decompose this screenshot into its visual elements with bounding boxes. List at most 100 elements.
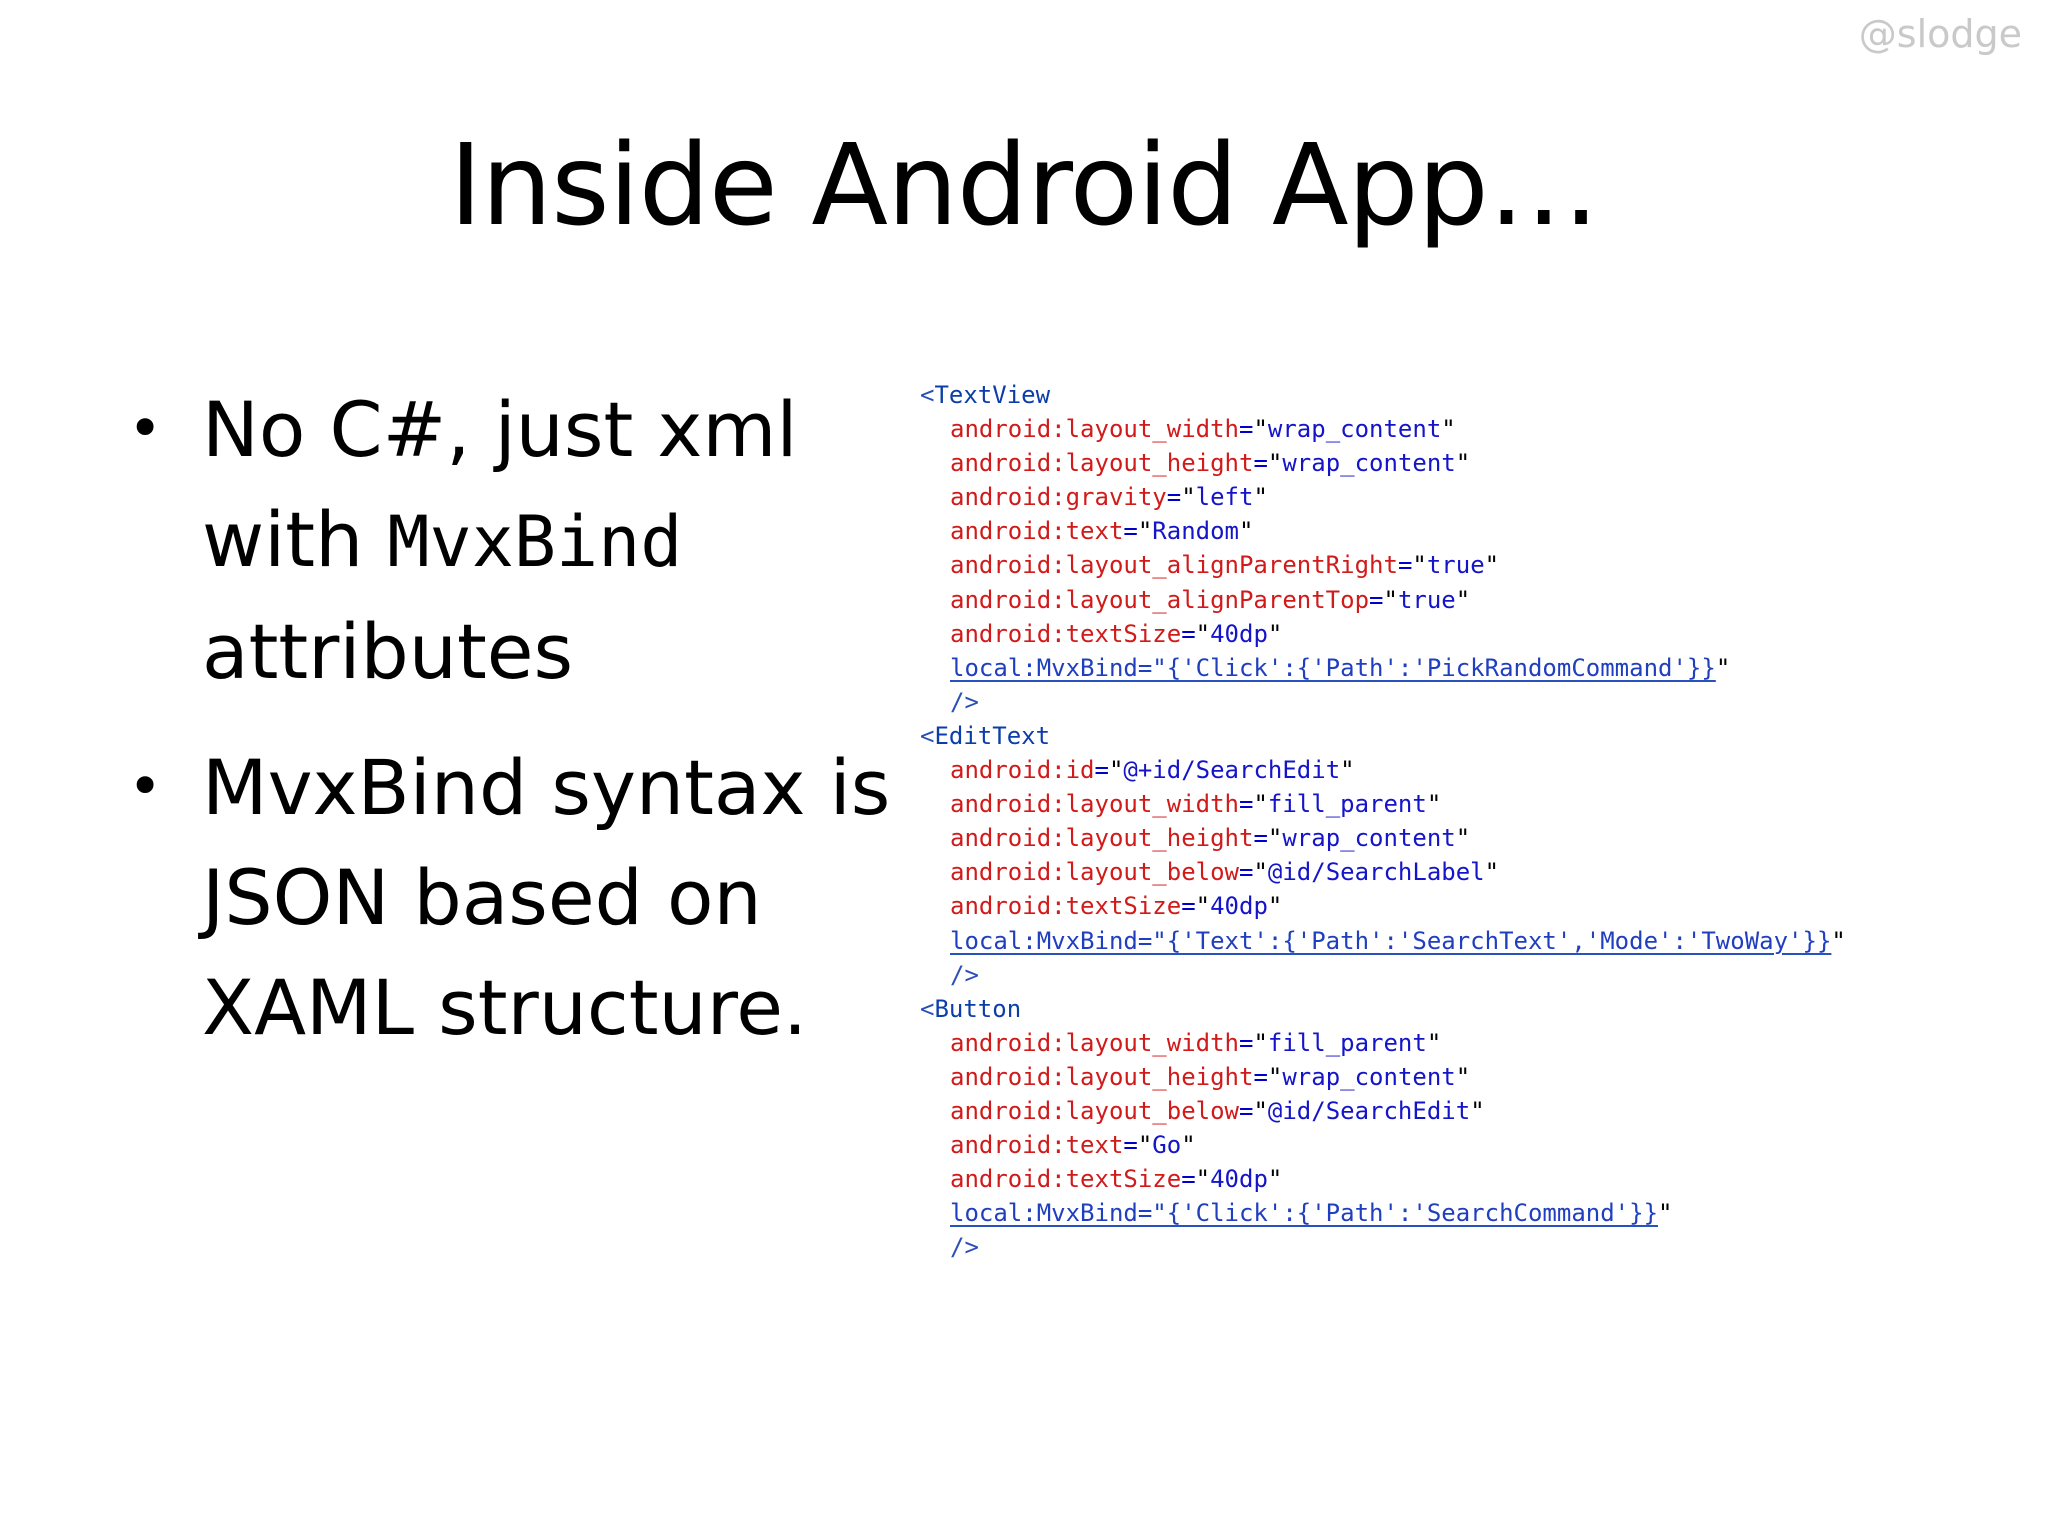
code-angle: < [920, 381, 935, 409]
code-mvxbind: local:MvxBind="{'Click':{'Path':'SearchC… [950, 1199, 1659, 1228]
code-attr-name: android:layout_below [950, 1096, 1239, 1125]
code-quote: " [1181, 1131, 1196, 1160]
code-angle: < [920, 994, 935, 1023]
code-attr-name: android:textSize [950, 1165, 1182, 1194]
code-line-attribute: android:layout_height="wrap_content" [920, 446, 1740, 480]
code-line-attribute: android:id="@+id/SearchEdit" [920, 753, 1740, 787]
code-quote: " [1455, 1062, 1471, 1091]
bullet-dot-icon: • [128, 752, 163, 820]
code-line-attribute: android:layout_width="fill_parent" [920, 787, 1740, 821]
code-quote: " [1426, 790, 1442, 819]
code-equals: = [1238, 790, 1254, 819]
code-equals: = [1369, 585, 1384, 614]
code-attr-value: true [1426, 551, 1485, 580]
code-attr-name: android:layout_width [950, 790, 1239, 819]
code-line-attribute: android:layout_below="@id/SearchLabel" [920, 855, 1740, 889]
code-quote: " [1137, 1131, 1153, 1160]
code-quote: " [1412, 551, 1427, 580]
bullet-line: XAML structure. [202, 963, 808, 1052]
code-quote: " [1267, 892, 1283, 921]
code-quote: " [1253, 483, 1268, 512]
bullet-dot-icon: • [128, 394, 163, 462]
code-attr-name: android:layout_alignParentRight [950, 551, 1398, 580]
code-quote: " [1253, 415, 1268, 444]
code-quote: " [1195, 1165, 1211, 1194]
bullet-line: MvxBind syntax is [202, 743, 891, 832]
code-attr-value: fill_parent [1267, 790, 1427, 819]
code-quote: " [1253, 1096, 1268, 1125]
code-attr-name: android:id [950, 756, 1095, 785]
code-quote: " [1715, 653, 1731, 682]
code-attr-name: android:layout_height [950, 1062, 1254, 1091]
bullet-line: No C#, just xml [202, 385, 798, 474]
code-attr-value: wrap_content [1267, 415, 1442, 444]
code-attr-name: android:layout_height [950, 449, 1254, 478]
code-close-tag: /> [950, 960, 979, 989]
code-attr-value: wrap_content [1282, 824, 1456, 853]
bullet-item: • MvxBind syntax is JSON based on XAML s… [118, 733, 891, 1063]
code-line-attribute: android:layout_height="wrap_content" [920, 1060, 1740, 1094]
code-quote: " [1108, 756, 1124, 785]
bullet-list: • No C#, just xml with MvxBind attribute… [118, 375, 891, 1089]
code-line-close-tag: /> [920, 1230, 1740, 1264]
code-line-attribute: android:layout_width="fill_parent" [920, 1026, 1740, 1060]
code-equals: = [1181, 1165, 1196, 1194]
code-attr-name: android:textSize [950, 619, 1182, 648]
code-quote: " [1239, 517, 1254, 546]
code-quote: " [1267, 619, 1283, 648]
code-line-close-tag: /> [920, 685, 1740, 719]
code-attr-value: left [1195, 483, 1254, 512]
code-quote: " [1455, 824, 1471, 853]
code-attr-name: android:layout_width [950, 1028, 1239, 1057]
code-attr-name: android:text [950, 1131, 1124, 1160]
code-attr-name: android:text [950, 517, 1124, 546]
code-quote: " [1426, 1028, 1442, 1057]
code-line-attribute: android:text="Go" [920, 1128, 1740, 1162]
code-attr-name: android:layout_below [950, 858, 1239, 887]
code-equals: = [1238, 415, 1254, 444]
code-line-mvxbind: local:MvxBind="{'Text':{'Path':'SearchTe… [920, 924, 1846, 958]
code-equals: = [1181, 892, 1196, 921]
code-attr-value: wrap_content [1282, 449, 1456, 478]
code-attr-value: Go [1152, 1131, 1182, 1160]
code-attr-name: android:layout_width [950, 415, 1239, 444]
code-close-tag: /> [950, 1233, 979, 1262]
code-line-attribute: android:layout_width="wrap_content" [920, 412, 1740, 446]
code-quote: " [1455, 585, 1471, 614]
code-equals: = [1181, 619, 1196, 648]
code-attr-value: fill_parent [1267, 1028, 1427, 1057]
code-quote: " [1484, 858, 1500, 887]
code-line-attribute: android:gravity="left" [920, 480, 1740, 514]
code-attr-name: android:layout_height [950, 824, 1254, 853]
code-line-attribute: android:textSize="40dp" [920, 889, 1740, 923]
code-attr-name: android:layout_alignParentTop [950, 585, 1370, 614]
inline-code: MvxBind [387, 501, 683, 583]
code-line-attribute: android:layout_alignParentRight="true" [920, 548, 1740, 582]
code-quote: " [1383, 585, 1398, 614]
code-equals: = [1238, 1028, 1254, 1057]
code-equals: = [1166, 483, 1182, 512]
code-quote: " [1340, 756, 1355, 785]
code-equals: = [1238, 858, 1254, 887]
code-quote: " [1137, 517, 1153, 546]
code-quote: " [1455, 449, 1471, 478]
code-line-attribute: android:textSize="40dp" [920, 1162, 1740, 1196]
code-line-close-tag: /> [920, 958, 1740, 992]
code-attr-value: @+id/SearchEdit [1123, 756, 1341, 785]
slide-title: Inside Android App… [449, 121, 1600, 251]
code-equals: = [1238, 1096, 1254, 1125]
code-mvxbind: local:MvxBind="{'Text':{'Path':'SearchTe… [950, 926, 1832, 955]
bullet-text: with [202, 495, 388, 584]
code-line-mvxbind: local:MvxBind="{'Click':{'Path':'PickRan… [920, 651, 1740, 685]
code-tag-name: Button [934, 994, 1022, 1023]
code-quote: " [1195, 619, 1211, 648]
code-attr-value: 40dp [1210, 1165, 1268, 1194]
code-equals: = [1253, 1062, 1268, 1091]
code-equals: = [1123, 1131, 1138, 1160]
bullet-line: attributes [202, 607, 574, 696]
code-quote: " [1484, 551, 1500, 580]
code-tag-name: EditText [934, 721, 1051, 750]
